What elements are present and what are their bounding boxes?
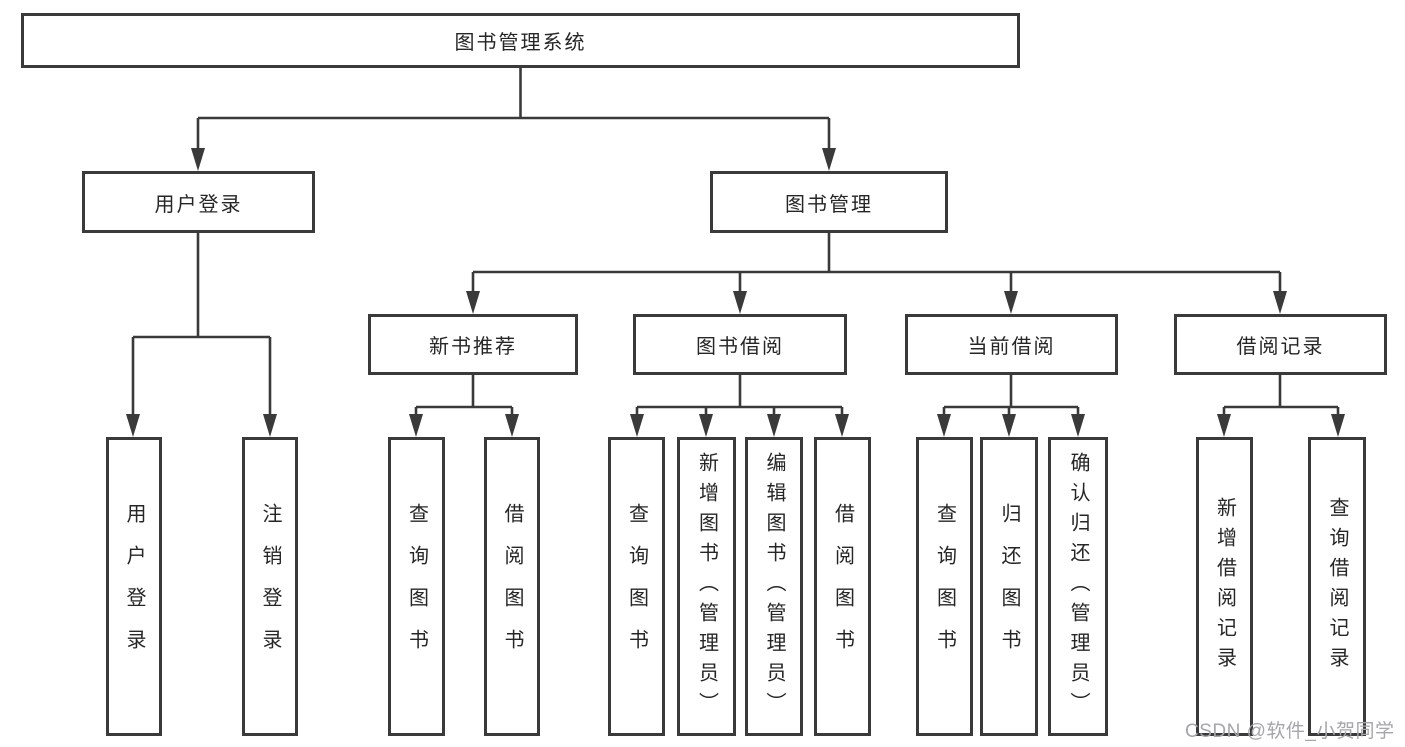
node-current-borrow: 当前借阅 (905, 314, 1118, 375)
node-borrow-record-label: 借阅记录 (1236, 336, 1325, 358)
leaf-add-book-admin-label: 新增图书（管理员） (695, 451, 718, 722)
node-book-borrow: 图书借阅 (633, 314, 847, 375)
node-new-book-recommend: 新书推荐 (368, 314, 578, 375)
leaf-confirm-return-admin: 确认归还（管理员） (1048, 437, 1108, 736)
node-borrow-record: 借阅记录 (1174, 314, 1387, 375)
node-root: 图书管理系统 (21, 13, 1020, 68)
node-current-borrow-label: 当前借阅 (967, 336, 1056, 358)
leaf-logout-label: 注销登录 (259, 502, 281, 671)
leaf-borrow-book: 借阅图书 (814, 437, 871, 736)
leaf-return-book: 归还图书 (980, 437, 1038, 736)
leaf-add-borrow-record: 新增借阅记录 (1196, 437, 1253, 736)
leaf-return-book-label: 归还图书 (998, 502, 1020, 671)
leaf-query-book-borrow-label: 查询图书 (625, 502, 648, 671)
leaf-edit-book-admin-label: 编辑图书（管理员） (763, 451, 785, 722)
csdn-watermark: CSDN @软件_小贺同学 (1185, 721, 1395, 742)
leaf-confirm-return-admin-label: 确认归还（管理员） (1067, 451, 1089, 722)
leaf-user-login: 用户登录 (106, 437, 162, 736)
node-user-login: 用户登录 (82, 171, 315, 233)
leaf-query-book-recommend: 查询图书 (388, 437, 445, 736)
leaf-logout: 注销登录 (242, 437, 298, 736)
leaf-borrow-book-recommend-label: 借阅图书 (501, 502, 523, 671)
leaf-query-borrow-record: 查询借阅记录 (1308, 437, 1366, 736)
leaf-query-book-recommend-label: 查询图书 (405, 502, 428, 671)
leaf-user-login-label: 用户登录 (123, 502, 145, 671)
leaf-query-book-borrow: 查询图书 (608, 437, 665, 736)
leaf-query-borrow-record-label: 查询借阅记录 (1326, 496, 1348, 677)
node-new-book-recommend-label: 新书推荐 (429, 336, 517, 358)
arrowheads (126, 148, 1345, 437)
node-book-management: 图书管理 (710, 171, 948, 233)
leaf-borrow-book-recommend: 借阅图书 (484, 437, 540, 736)
leaf-borrow-book-label: 借阅图书 (831, 502, 854, 671)
node-user-login-label: 用户登录 (154, 193, 243, 216)
leaf-query-book-current-label: 查询图书 (933, 502, 956, 671)
node-root-label: 图书管理系统 (454, 32, 587, 54)
node-book-management-label: 图书管理 (785, 193, 873, 216)
leaf-add-book-admin: 新增图书（管理员） (677, 437, 736, 736)
leaf-add-borrow-record-label: 新增借阅记录 (1213, 496, 1236, 677)
node-book-borrow-label: 图书借阅 (696, 336, 784, 358)
leaf-query-book-current: 查询图书 (916, 437, 973, 736)
leaf-edit-book-admin: 编辑图书（管理员） (745, 437, 803, 736)
